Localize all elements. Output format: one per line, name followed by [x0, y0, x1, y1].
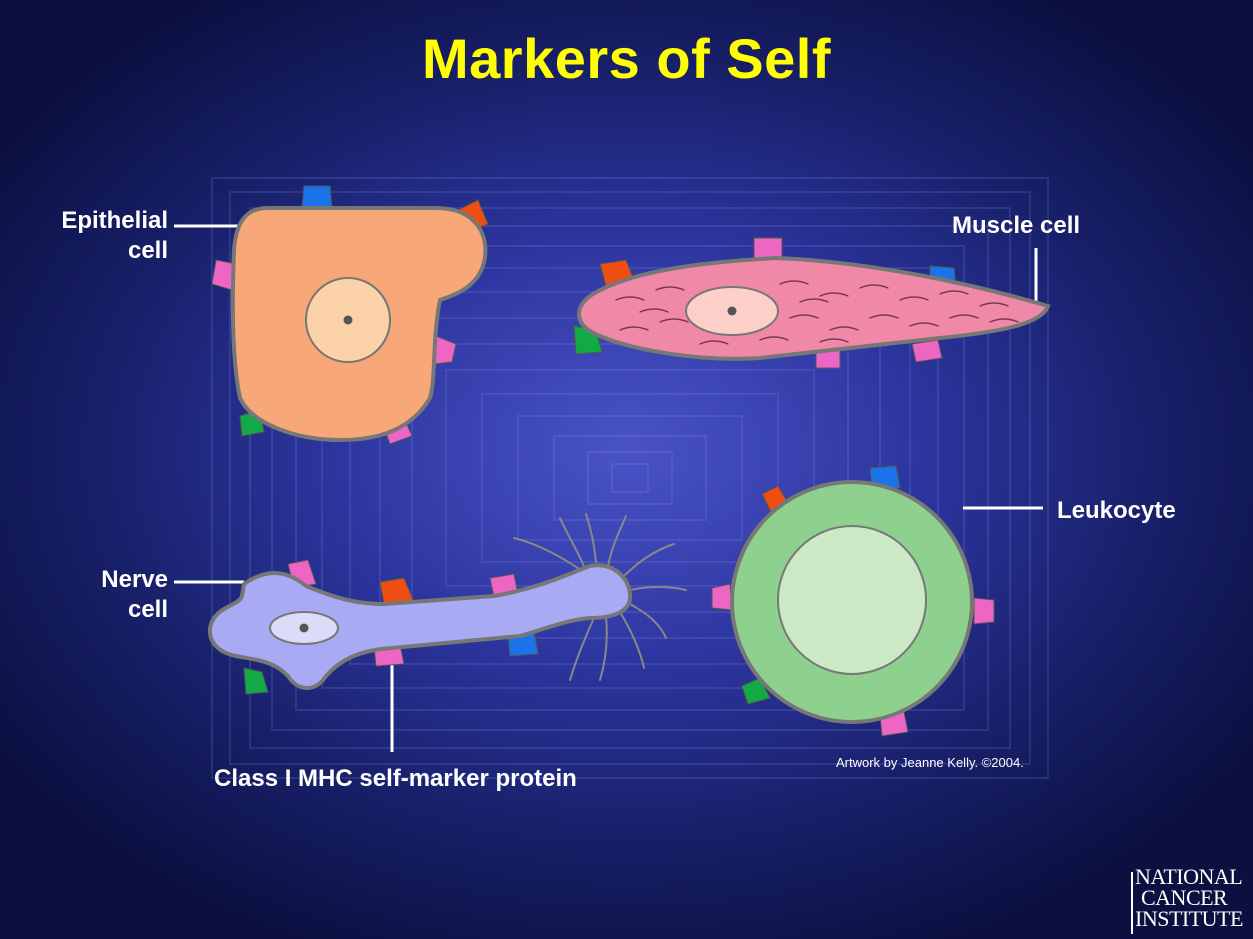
label-epithelial-line1: Epithelial: [32, 206, 168, 236]
nci-logo-line3: INSTITUTE: [1131, 908, 1253, 929]
label-epithelial-cell: Epithelial cell: [32, 206, 168, 266]
label-nerve-line2: cell: [60, 595, 168, 625]
epithelial-cell: [212, 186, 488, 444]
nci-logo-line2: CANCER: [1131, 887, 1253, 908]
label-leukocyte: Leukocyte: [1057, 496, 1176, 526]
label-nerve-cell: Nerve cell: [60, 565, 168, 625]
label-muscle-cell: Muscle cell: [952, 211, 1080, 241]
label-epithelial-line2: cell: [32, 236, 168, 266]
nci-logo-line1: NATIONAL: [1131, 866, 1253, 887]
artwork-credit: Artwork by Jeanne Kelly. ©2004.: [836, 755, 1024, 770]
nerve-cell: [210, 514, 686, 694]
label-mhc-marker-protein: Class I MHC self-marker protein: [214, 764, 577, 794]
nci-logo-bar: [1131, 872, 1133, 934]
leukocyte-cell: [712, 466, 994, 736]
muscle-cell: [574, 238, 1048, 368]
label-nerve-line1: Nerve: [60, 565, 168, 595]
nci-logo: NATIONAL CANCER INSTITUTE: [1131, 866, 1253, 929]
